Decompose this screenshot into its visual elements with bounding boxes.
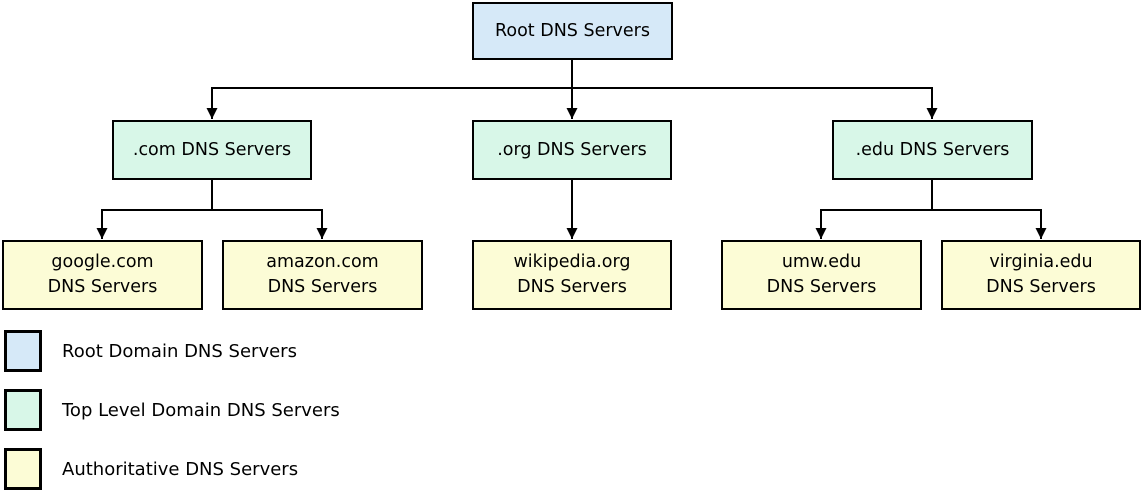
legend-swatch-tld: [4, 389, 42, 431]
node-com-dns-servers: .com DNS Servers: [112, 120, 312, 180]
node-virginia-dns-servers: virginia.edu DNS Servers: [941, 240, 1141, 310]
node-root-dns-servers: Root DNS Servers: [472, 2, 673, 60]
legend-swatch-root: [4, 330, 42, 372]
node-google-dns-servers: google.com DNS Servers: [2, 240, 203, 310]
node-amazon-dns-servers: amazon.com DNS Servers: [222, 240, 423, 310]
legend-label-root: Root Domain DNS Servers: [62, 340, 297, 362]
legend-label-authoritative: Authoritative DNS Servers: [62, 458, 299, 480]
legend-swatch-authoritative: [4, 448, 42, 490]
legend-label-tld: Top Level Domain DNS Servers: [62, 399, 340, 421]
node-umw-dns-servers: umw.edu DNS Servers: [721, 240, 922, 310]
node-org-dns-servers: .org DNS Servers: [472, 120, 672, 180]
node-edu-dns-servers: .edu DNS Servers: [832, 120, 1033, 180]
node-wikipedia-dns-servers: wikipedia.org DNS Servers: [472, 240, 672, 310]
